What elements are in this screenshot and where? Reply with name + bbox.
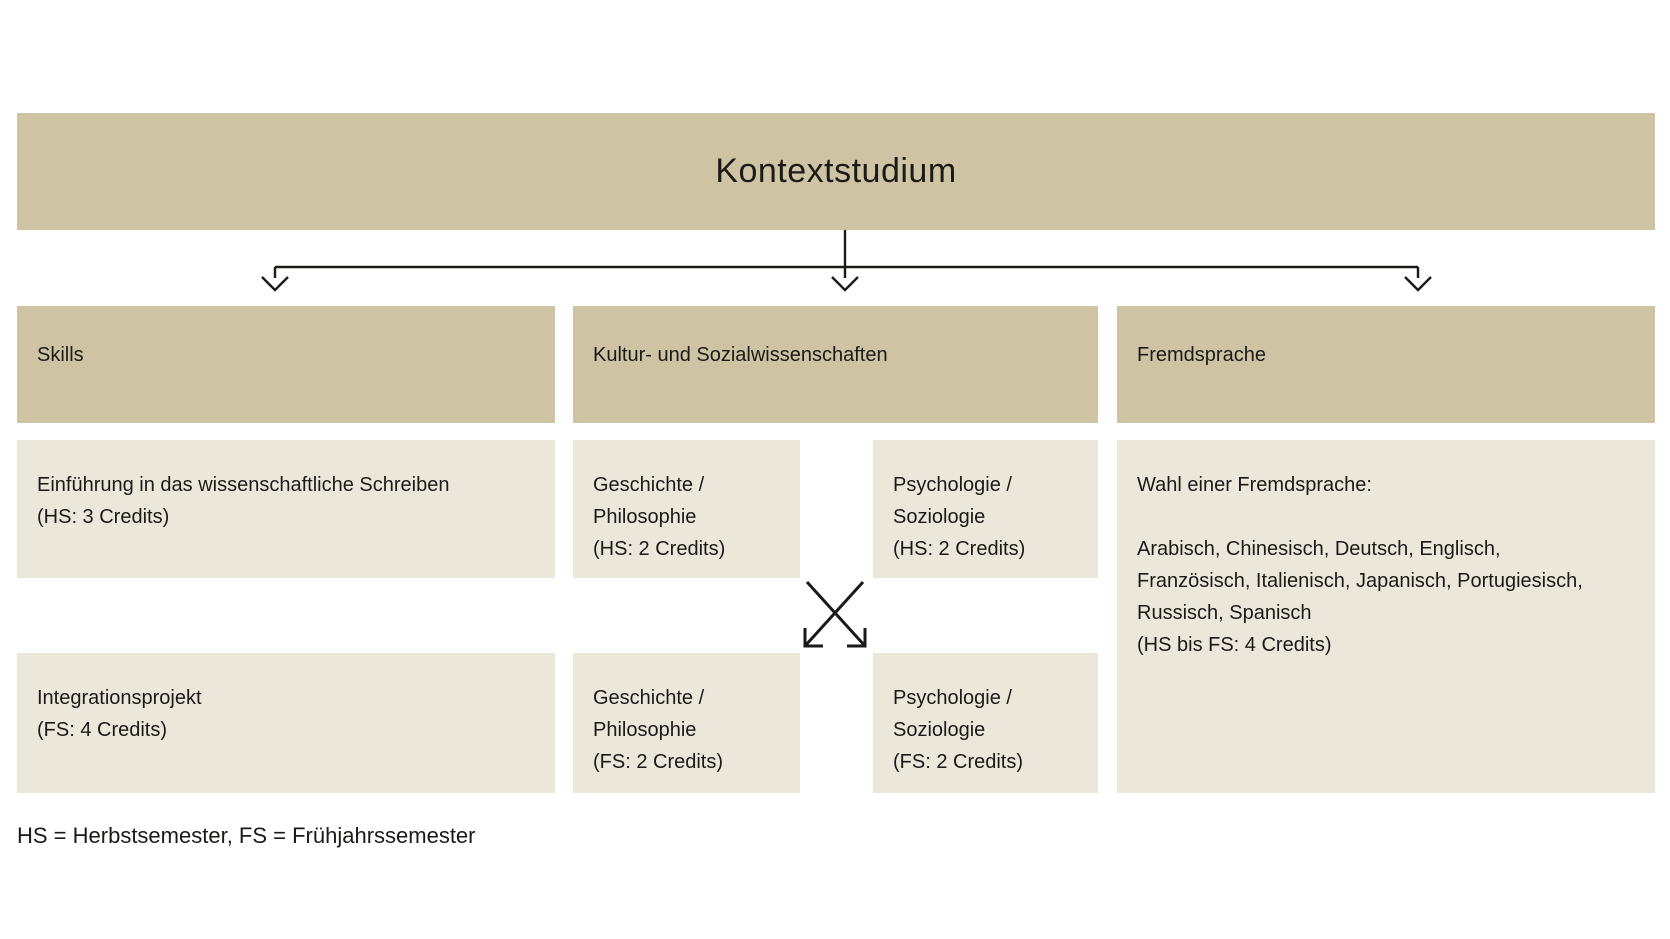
- spacer-line: [1137, 501, 1635, 533]
- column-header-label: Skills: [37, 344, 84, 366]
- course-title: Soziologie: [893, 719, 986, 741]
- course-credits: (FS: 4 Credits): [37, 719, 168, 741]
- course-title: Wahl einer Fremdsprache:: [1137, 474, 1372, 496]
- course-credits: (HS: 2 Credits): [893, 538, 1026, 560]
- course-box-geschichte-philosophie-hs: Geschichte / Philosophie (HS: 2 Credits): [573, 440, 800, 578]
- course-title: Einführung in das wissenschaftliche Schr…: [37, 474, 450, 496]
- arrowhead-to-kultur-icon: [831, 276, 859, 292]
- course-title: Philosophie: [593, 719, 697, 741]
- course-box-psychologie-soziologie-hs: Psychologie / Soziologie (HS: 2 Credits): [873, 440, 1098, 578]
- language-list: Russisch, Spanisch: [1137, 602, 1312, 624]
- semester-legend: HS = Herbstsemester, FS = Frühjahrssemes…: [17, 823, 476, 848]
- course-credits: (FS: 2 Credits): [893, 751, 1024, 773]
- language-list: Arabisch, Chinesisch, Deutsch, Englisch,: [1137, 538, 1501, 560]
- course-title: Geschichte /: [593, 687, 705, 709]
- course-title: Geschichte /: [593, 474, 705, 496]
- root-node-kontextstudium: Kontextstudium: [17, 113, 1655, 230]
- course-title: Philosophie: [593, 506, 697, 528]
- course-box-integrationsprojekt: Integrationsprojekt (FS: 4 Credits): [17, 653, 555, 793]
- column-header-label: Fremdsprache: [1137, 344, 1266, 366]
- course-credits: (FS: 2 Credits): [593, 751, 724, 773]
- course-box-geschichte-philosophie-fs: Geschichte / Philosophie (FS: 2 Credits): [573, 653, 800, 793]
- course-credits: (HS: 3 Credits): [37, 506, 170, 528]
- course-title: Psychologie /: [893, 687, 1012, 709]
- cross-arrow-down-left-icon: [803, 580, 865, 648]
- course-credits: (HS: 2 Credits): [593, 538, 726, 560]
- course-title: Psychologie /: [893, 474, 1012, 496]
- arrowhead-to-fremdsprache-icon: [1404, 276, 1432, 292]
- column-header-skills: Skills: [17, 306, 555, 423]
- course-box-psychologie-soziologie-fs: Psychologie / Soziologie (FS: 2 Credits): [873, 653, 1098, 793]
- course-box-fremdsprache: Wahl einer Fremdsprache: Arabisch, Chine…: [1117, 440, 1655, 793]
- diagram-title: Kontextstudium: [715, 152, 957, 190]
- column-header-fremdsprache: Fremdsprache: [1117, 306, 1655, 423]
- language-list: Französisch, Italienisch, Japanisch, Por…: [1137, 570, 1583, 592]
- branch-lines: [273, 230, 1420, 278]
- arrowhead-to-skills-icon: [261, 276, 289, 292]
- course-box-einfuehrung-schreiben: Einführung in das wissenschaftliche Schr…: [17, 440, 555, 578]
- cross-arrow-down-right-icon: [805, 580, 867, 648]
- column-header-kultur-sozialwissenschaften: Kultur- und Sozialwissenschaften: [573, 306, 1098, 423]
- course-credits: (HS bis FS: 4 Credits): [1137, 634, 1332, 656]
- course-title: Soziologie: [893, 506, 986, 528]
- column-header-label: Kultur- und Sozialwissenschaften: [593, 344, 888, 366]
- course-title: Integrationsprojekt: [37, 687, 202, 709]
